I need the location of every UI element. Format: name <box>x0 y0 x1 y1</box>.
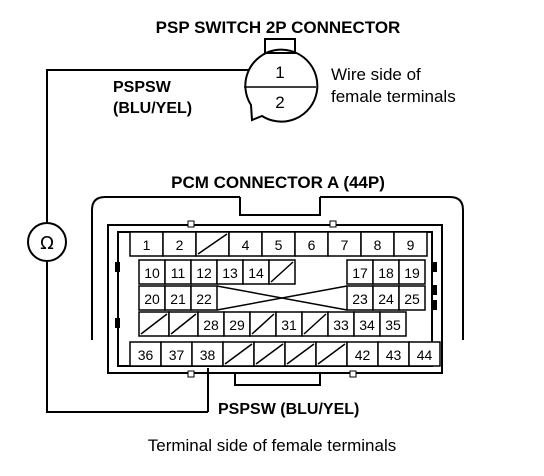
pcm-terminal-r5-8-box <box>377 341 410 367</box>
psp-switch-connector: 1 2 <box>244 38 319 123</box>
pcm-terminal-r5-4-blank-mark <box>255 343 284 365</box>
ohmmeter-wiring <box>46 69 249 413</box>
pcm-terminal-r4-8-box <box>353 311 381 337</box>
pcm-terminal-r3-8: 25 <box>404 291 420 307</box>
psp-wire-label-line2: (BLU/YEL) <box>113 100 192 117</box>
pcm-terminal-r5-1: 37 <box>169 347 185 363</box>
pcm-caption: Terminal side of female terminals <box>148 436 396 455</box>
pcm-terminal-r4-7: 33 <box>333 317 349 333</box>
pcm-terminal-r2-2: 12 <box>196 265 212 281</box>
psp-side-note-line1: Wire side of <box>331 65 421 84</box>
pcm-terminal-r1-1: 2 <box>176 237 184 253</box>
pcm-terminal-r5-2-box <box>191 341 224 367</box>
pcm-terminal-r3-6-box <box>346 285 374 311</box>
pcm-terminal-r1-5: 6 <box>308 237 316 253</box>
psp-wire-label-line1: PSPSW <box>113 79 172 96</box>
pcm-terminal-r4-7-box <box>327 311 355 337</box>
pcm-terminal-r3-0-box <box>138 285 166 311</box>
pcm-terminal-r2-5-blank-mark <box>270 261 294 283</box>
pcm-wire-label: PSPSW (BLU/YEL) <box>218 401 359 418</box>
psp-pin-2: 2 <box>275 93 284 112</box>
ohm-symbol: Ω <box>40 233 54 254</box>
pcm-terminal-r5-0-box <box>129 341 162 367</box>
pcm-terminal-r5-5-blank-mark <box>286 343 315 365</box>
pcm-terminal-r1-3: 4 <box>242 237 250 253</box>
pcm-terminal-r4-3-box <box>223 311 251 337</box>
pcm-terminal-r1-2-blank-mark <box>197 233 228 255</box>
psp-connector-title: PSP SWITCH 2P CONNECTOR <box>156 18 401 37</box>
pcm-terminal-r2-2-box <box>190 259 218 285</box>
psp-pin-1: 1 <box>275 63 284 82</box>
pcm-terminal-r3-8-box <box>398 285 426 311</box>
pcm-terminal-r3-7: 24 <box>378 291 394 307</box>
pcm-terminal-r5-0: 36 <box>138 347 154 363</box>
pcm-terminal-r1-1-box <box>162 231 197 257</box>
pcm-terminal-r1-4: 5 <box>275 237 283 253</box>
pcm-terminal-r4-3: 29 <box>229 317 245 333</box>
pcm-terminal-r2-8-box <box>398 259 426 285</box>
pcm-terminal-r1-5-box <box>294 231 329 257</box>
pcm-blank-cross-b <box>216 285 348 311</box>
pcm-terminal-r2-7: 18 <box>378 265 394 281</box>
pcm-terminal-r2-8: 19 <box>404 265 420 281</box>
pcm-terminal-r1-8-box <box>393 231 428 257</box>
pcm-terminal-r1-8: 9 <box>407 237 415 253</box>
pcm-terminal-r4-8: 34 <box>359 317 375 333</box>
pcm-terminal-r2-6: 17 <box>352 265 368 281</box>
pcm-terminal-r5-9-box <box>408 341 441 367</box>
pcm-terminal-r5-8: 43 <box>386 347 402 363</box>
pcm-terminal-r4-5: 31 <box>281 317 297 333</box>
pcm-terminal-r1-7: 8 <box>374 237 382 253</box>
pcm-terminal-r2-0: 10 <box>144 265 160 281</box>
pcm-terminal-r2-1-box <box>164 259 192 285</box>
ohmmeter-icon: Ω <box>27 222 67 262</box>
pcm-terminal-r3-2: 22 <box>196 291 212 307</box>
pcm-terminal-r4-0-blank-mark <box>140 313 168 335</box>
pcm-terminal-r2-3: 13 <box>222 265 238 281</box>
pcm-terminal-r1-0: 1 <box>143 237 151 253</box>
pcm-terminal-r5-2: 38 <box>200 347 216 363</box>
pcm-terminal-r5-9: 44 <box>417 347 433 363</box>
pcm-terminal-r4-5-box <box>275 311 303 337</box>
pcm-terminal-r2-4: 14 <box>248 265 264 281</box>
pcm-terminal-r5-1-box <box>160 341 193 367</box>
pcm-terminal-r4-9-box <box>379 311 407 337</box>
pcm-terminal-r5-6-blank-mark <box>317 343 346 365</box>
pcm-terminal-r5-7: 42 <box>355 347 371 363</box>
pcm-terminal-r2-7-box <box>372 259 400 285</box>
pcm-terminal-r5-3-blank-mark <box>224 343 253 365</box>
pcm-terminal-r3-1: 21 <box>170 291 186 307</box>
pcm-terminal-r4-1-blank-mark <box>170 313 197 335</box>
pcm-terminal-r3-6: 23 <box>352 291 368 307</box>
pcm-terminal-r4-4-blank-mark <box>251 313 275 335</box>
pcm-terminal-r3-0: 20 <box>144 291 160 307</box>
pcm-connector-title: PCM CONNECTOR A (44P) <box>171 173 385 192</box>
pcm-terminal-r2-1: 11 <box>171 265 186 281</box>
pcm-terminal-r4-9: 35 <box>385 317 401 333</box>
pcm-terminal-r2-4-box <box>242 259 270 285</box>
pcm-terminal-r1-6: 7 <box>341 237 349 253</box>
psp-side-note-line2: female terminals <box>331 87 456 106</box>
pcm-terminal-r4-6-blank-mark <box>303 313 327 335</box>
pcm-terminal-r3-2-box <box>190 285 218 311</box>
pcm-terminal-r2-0-box <box>138 259 166 285</box>
pcm-terminal-r4-2: 28 <box>203 317 219 333</box>
